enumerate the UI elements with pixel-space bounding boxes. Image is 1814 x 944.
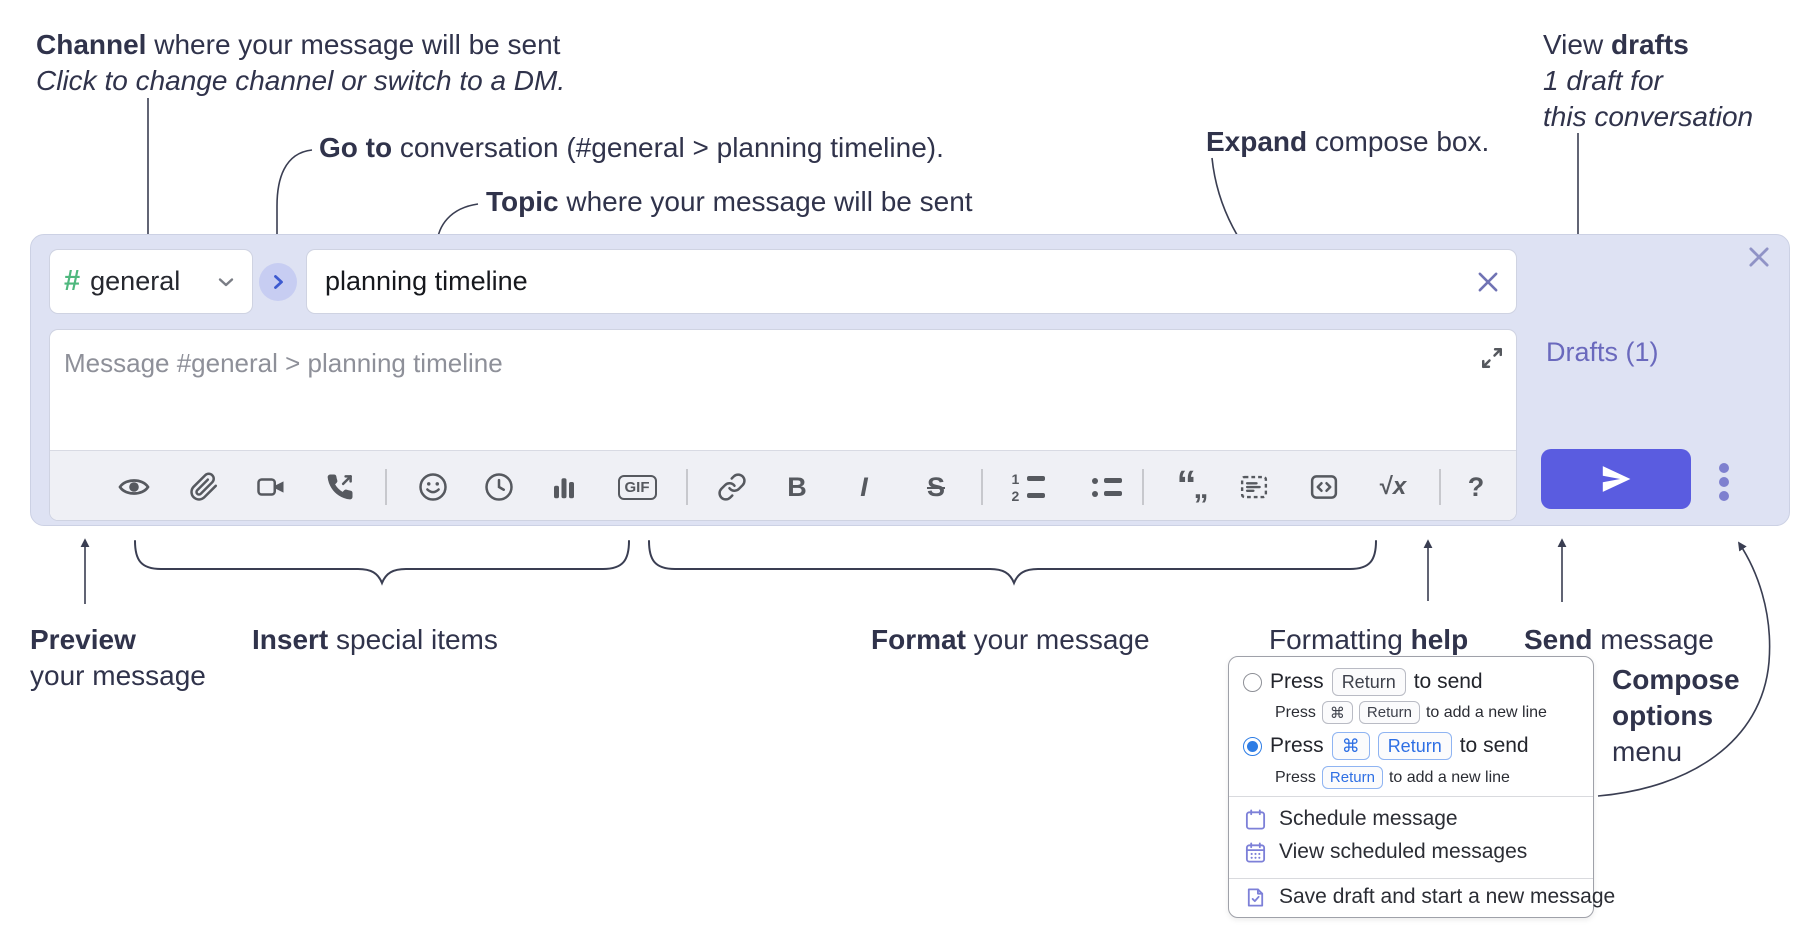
strikethrough-icon[interactable]: S bbox=[926, 471, 945, 502]
bold-icon[interactable]: B bbox=[787, 471, 807, 502]
chevron-right-icon bbox=[274, 275, 283, 289]
annotation-format: Format your message bbox=[871, 624, 1150, 655]
radio-unselected-icon[interactable] bbox=[1243, 672, 1262, 692]
bullet-list-icon[interactable] bbox=[1085, 467, 1129, 507]
history-clock-icon[interactable] bbox=[479, 467, 519, 507]
send-plane-icon bbox=[1602, 466, 1631, 492]
message-input[interactable] bbox=[62, 346, 1442, 434]
expand-compose-icon[interactable] bbox=[1477, 343, 1507, 373]
cmd-keycap: ⌘ bbox=[1331, 732, 1370, 760]
option-return-to-send-sub: Press ⌘ Return to add a new line bbox=[1275, 701, 1547, 724]
cmd-keycap: ⌘ bbox=[1321, 701, 1353, 724]
menu-item-schedule-message[interactable]: Schedule message bbox=[1244, 807, 1458, 831]
annotation-channel: Channel where your message will be sent … bbox=[36, 29, 566, 96]
ordered-list-icon[interactable]: 1 2 bbox=[1006, 467, 1050, 507]
toolbar-divider bbox=[1142, 469, 1144, 505]
audio-call-icon[interactable] bbox=[320, 467, 360, 507]
drafts-link[interactable]: Drafts (1) bbox=[1546, 337, 1659, 367]
calendar-grid-icon bbox=[1245, 841, 1266, 863]
formatting-toolbar: GIF B I S 1 2 bbox=[50, 450, 1516, 520]
formula-icon[interactable]: √x bbox=[1379, 473, 1407, 500]
toolbar-divider bbox=[385, 469, 387, 505]
return-keycap: Return bbox=[1321, 766, 1383, 789]
topic-input[interactable] bbox=[306, 249, 1517, 314]
annotation-view-drafts: View drafts 1 draft for this conversatio… bbox=[1543, 29, 1754, 132]
option-cmd-return-to-send-sub: Press Return to add a new line bbox=[1275, 766, 1510, 789]
calendar-icon bbox=[1245, 808, 1266, 830]
toolbar-divider bbox=[1439, 469, 1441, 505]
menu-item-save-draft[interactable]: Save draft and start a new message bbox=[1244, 885, 1615, 909]
send-button[interactable] bbox=[1541, 449, 1691, 509]
close-icon[interactable] bbox=[1744, 242, 1774, 272]
poll-bars-icon[interactable] bbox=[544, 467, 584, 507]
emoji-smiley-icon[interactable] bbox=[413, 467, 453, 507]
annotation-insert: Insert special items bbox=[252, 624, 498, 655]
channel-name: general bbox=[90, 266, 181, 296]
menu-item-view-scheduled[interactable]: View scheduled messages bbox=[1244, 840, 1527, 864]
popup-divider bbox=[1229, 878, 1593, 879]
radio-selected-icon[interactable] bbox=[1243, 736, 1262, 756]
return-keycap: Return bbox=[1358, 701, 1420, 724]
annotation-compose-options: Compose options menu bbox=[1612, 664, 1740, 767]
return-keycap: Return bbox=[1331, 668, 1406, 696]
code-block-icon[interactable] bbox=[1234, 467, 1274, 507]
toolbar-divider bbox=[686, 469, 688, 505]
option-cmd-return-to-send[interactable]: Press ⌘ Return to send bbox=[1243, 732, 1529, 760]
chevron-down-icon bbox=[218, 277, 234, 286]
goto-conversation-button[interactable] bbox=[259, 263, 297, 301]
clear-topic-icon[interactable] bbox=[1473, 267, 1503, 297]
return-keycap: Return bbox=[1377, 732, 1452, 760]
option-return-to-send[interactable]: Press Return to send bbox=[1243, 668, 1483, 696]
video-camera-icon[interactable] bbox=[251, 467, 291, 507]
brace-insert bbox=[134, 540, 630, 586]
italic-icon[interactable]: I bbox=[860, 471, 868, 502]
link-icon[interactable] bbox=[712, 467, 752, 507]
annotation-topic: Topic where your message will be sent bbox=[486, 186, 973, 217]
attach-paperclip-icon[interactable] bbox=[184, 467, 224, 507]
blockquote-icon[interactable]: “„ bbox=[1176, 463, 1209, 507]
annotation-send: Send message bbox=[1524, 624, 1714, 655]
channel-selector[interactable]: # general bbox=[49, 249, 253, 314]
annotation-expand: Expand compose box. bbox=[1206, 126, 1490, 157]
channel-hash-icon: # bbox=[64, 265, 81, 297]
brace-format bbox=[648, 540, 1377, 586]
gif-icon[interactable]: GIF bbox=[611, 467, 663, 507]
send-options-popup: Press Return to send Press ⌘ Return to a… bbox=[1228, 656, 1615, 918]
annotation-formatting-help: Formatting help bbox=[1269, 624, 1469, 655]
draft-check-icon bbox=[1247, 887, 1264, 907]
formatting-help-icon[interactable]: ? bbox=[1467, 471, 1485, 502]
compose-options-menu-icon[interactable] bbox=[1711, 460, 1737, 504]
popup-divider bbox=[1229, 796, 1593, 797]
toolbar-divider bbox=[981, 469, 983, 505]
annotation-goto: Go to conversation (#general > planning … bbox=[319, 132, 944, 163]
annotation-preview: Preview your message bbox=[30, 624, 206, 691]
preview-eye-icon[interactable] bbox=[114, 467, 154, 507]
message-area: GIF B I S 1 2 bbox=[49, 329, 1517, 521]
code-icon[interactable] bbox=[1304, 467, 1344, 507]
compose-box: # general bbox=[30, 234, 1790, 526]
